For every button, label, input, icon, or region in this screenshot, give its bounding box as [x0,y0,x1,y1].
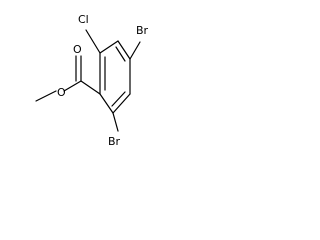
ester-oxygen-label: O [57,86,66,99]
structure-canvas: Cl Br Br O O [0,0,160,155]
carbonyl-oxygen-label: O [73,43,82,56]
ring-bond-c1-c2 [99,40,119,54]
bromine-top-label: Br [136,24,149,37]
ring-bond-c2-c3-inner [115,46,126,62]
bond-carbonyl-to-ester-oxygen [63,80,82,92]
ring-bond-c4-c5 [112,93,131,114]
bromine-bottom-label: Br [108,135,121,148]
ring-bond-c5-c6 [99,93,114,114]
bond-to-bromine-top [129,41,141,60]
ring-bond-c2-c3 [117,40,131,60]
chemical-structure: Cl Br Br O O [35,13,149,148]
ring-bond-c4-c5-inner [111,91,126,107]
bond-to-chlorine [85,29,101,54]
bond-ring-to-carbonyl-carbon [80,80,101,95]
chlorine-label: Cl [78,13,89,26]
bond-ester-oxygen-to-methyl [35,90,57,102]
bond-to-bromine-bottom [112,112,119,132]
